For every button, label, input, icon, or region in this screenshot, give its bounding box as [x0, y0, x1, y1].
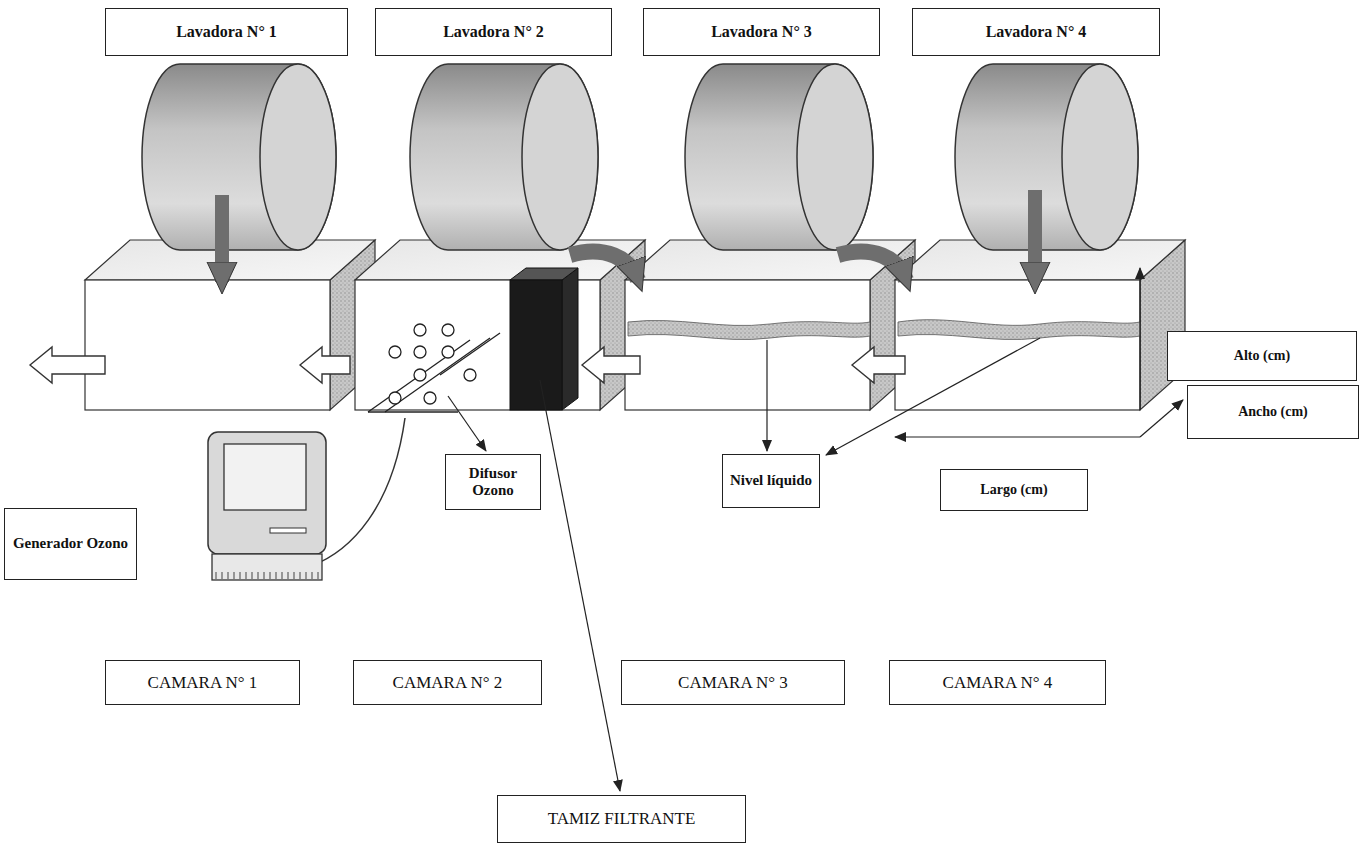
label-text: Ancho (cm)	[1238, 404, 1308, 420]
vent-ridge	[318, 572, 319, 579]
label-text: Difusor Ozono	[452, 465, 534, 500]
label-text: Generador Ozono	[13, 535, 128, 552]
level-label: Nivel líquido	[722, 454, 820, 508]
label-text: CAMARA N° 4	[943, 673, 1053, 693]
diffuser-hole	[389, 346, 401, 358]
flow-arrow	[300, 347, 350, 383]
washer-drums	[142, 64, 1138, 250]
diffuser-hole	[442, 324, 454, 336]
ozone-diffuser	[368, 324, 500, 412]
ozone-generator	[208, 418, 405, 580]
vent-ridge	[246, 572, 247, 579]
label-text: Nivel líquido	[730, 472, 812, 489]
washer-drum	[685, 64, 873, 250]
dimension-label: Largo (cm)	[940, 469, 1088, 511]
diffuser-hole	[414, 324, 426, 336]
chamber-label: CAMARA N° 1	[105, 660, 300, 705]
washer-label: Lavadora N° 1	[105, 8, 348, 56]
diffuser-hole	[424, 392, 436, 404]
diffuser-hole	[414, 369, 426, 381]
label-text: Largo (cm)	[980, 482, 1047, 498]
diffuser-hole	[389, 392, 401, 404]
diffuser-label: Difusor Ozono	[445, 454, 541, 510]
generator-label: Generador Ozono	[4, 508, 137, 580]
vent-ridge	[312, 572, 313, 579]
washer-label: Lavadora N° 4	[912, 8, 1160, 56]
washer-drum	[410, 64, 598, 250]
liquid-level	[628, 320, 1140, 340]
filter-screen	[510, 268, 578, 410]
chamber-label: CAMARA N° 2	[353, 660, 542, 705]
vent-ridge	[306, 572, 307, 579]
washer-drum	[955, 64, 1138, 250]
washer-drum	[142, 64, 336, 250]
chamber-box	[355, 240, 645, 410]
chamber-label: CAMARA N° 3	[621, 660, 845, 705]
label-text: Lavadora N° 3	[711, 23, 812, 41]
label-text: Lavadora N° 2	[443, 23, 544, 41]
washer-label: Lavadora N° 3	[643, 8, 880, 56]
flow-arrows	[30, 190, 1035, 383]
diffuser-hole	[464, 369, 476, 381]
washer-label: Lavadora N° 2	[375, 8, 612, 56]
vent-ridge	[282, 572, 283, 579]
vent-ridge	[264, 572, 265, 579]
diffuser-hole	[442, 346, 454, 358]
label-text: TAMIZ FILTRANTE	[548, 809, 696, 829]
flow-arrow	[582, 347, 640, 383]
vent-ridge	[252, 572, 253, 579]
vent-ridge	[234, 572, 235, 579]
label-text: Alto (cm)	[1234, 348, 1290, 364]
chamber-box	[85, 240, 375, 410]
vent-ridge	[288, 572, 289, 579]
flow-arrow	[30, 347, 105, 383]
chamber-label: CAMARA N° 4	[889, 660, 1106, 705]
dimension-label: Ancho (cm)	[1187, 385, 1359, 439]
label-text: CAMARA N° 3	[678, 673, 788, 693]
label-text: CAMARA N° 2	[393, 673, 503, 693]
leader-lines	[448, 268, 1183, 791]
vent-ridge	[294, 572, 295, 579]
vent-ridge	[258, 572, 259, 579]
screen-label: TAMIZ FILTRANTE	[497, 795, 746, 843]
chamber-set	[85, 240, 1185, 410]
dimension-label: Alto (cm)	[1167, 331, 1357, 381]
label-text: Lavadora N° 4	[986, 23, 1087, 41]
label-text: Lavadora N° 1	[176, 23, 277, 41]
diffuser-hole	[414, 346, 426, 358]
vent-ridge	[300, 572, 301, 579]
vent-ridge	[276, 572, 277, 579]
vent-ridge	[222, 572, 223, 579]
vent-ridge	[270, 572, 271, 579]
flow-arrow	[852, 347, 905, 383]
chamber-box	[625, 240, 915, 410]
vent-ridge	[228, 572, 229, 579]
vent-ridge	[216, 572, 217, 579]
vent-ridge	[240, 572, 241, 579]
label-text: CAMARA N° 1	[148, 673, 258, 693]
